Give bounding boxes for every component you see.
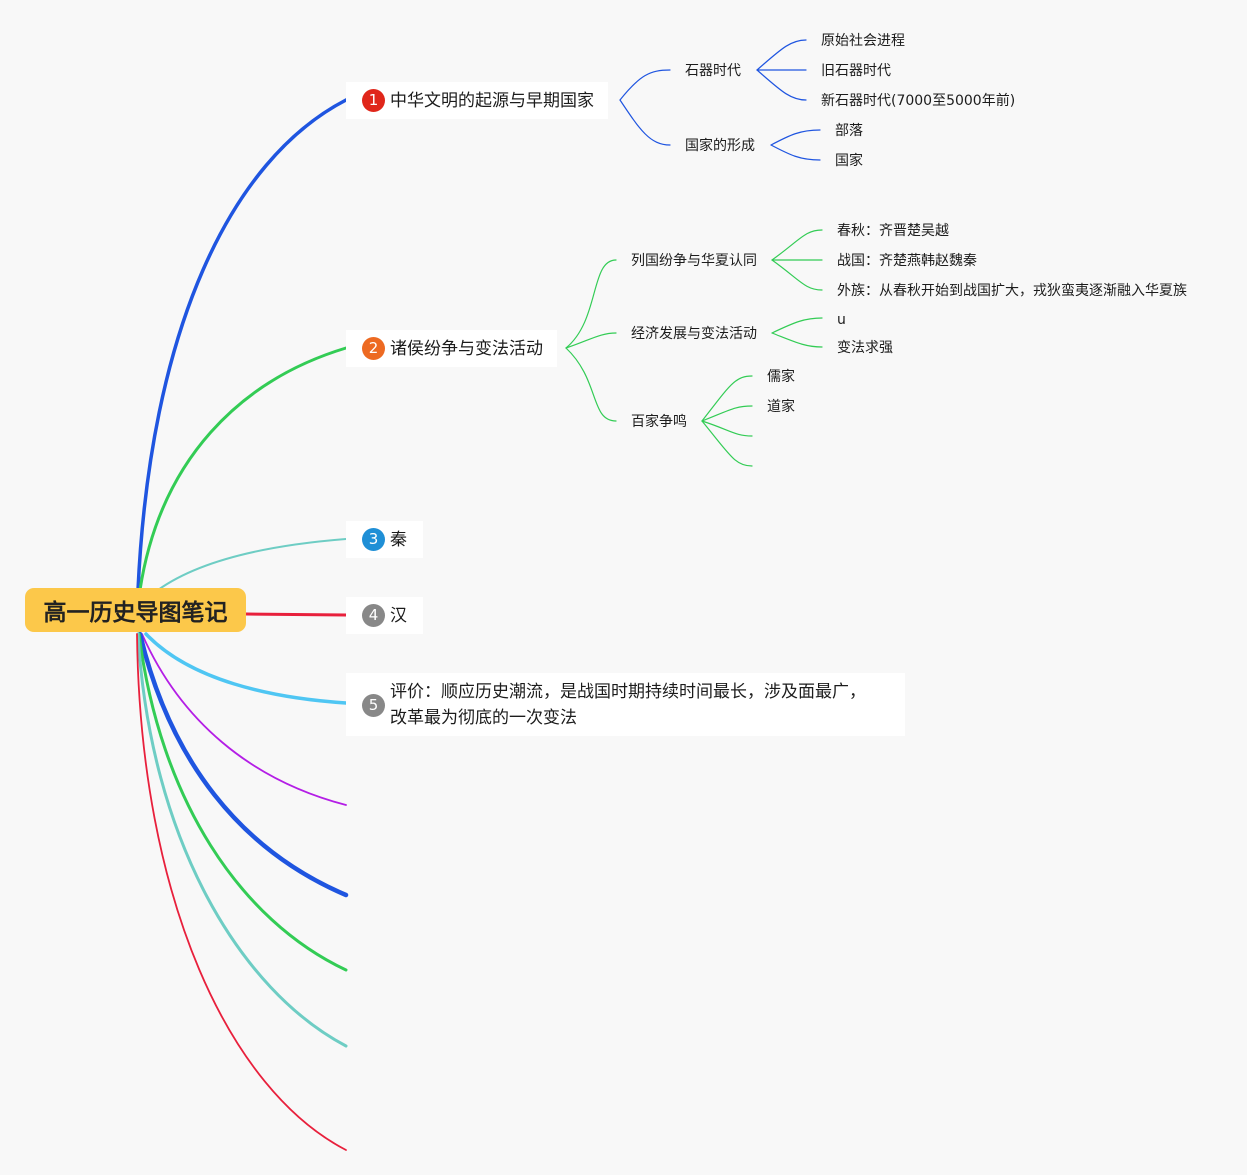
topic-4[interactable]: 4 汉 (346, 597, 423, 634)
number-3-badge-icon: 3 (362, 528, 385, 551)
leaf-paleolithic[interactable]: 旧石器时代 (821, 63, 891, 79)
leaf-warring-states[interactable]: 战国：齐楚燕韩赵魏秦 (837, 253, 977, 269)
leaf-line-12 (701, 405, 753, 422)
topic-1-label: 中华文明的起源与早期国家 (390, 91, 594, 111)
leaf-line-8 (771, 259, 823, 291)
leaf-line-5 (770, 144, 821, 161)
topic-4-label: 汉 (390, 606, 407, 626)
subtopic-state-formation[interactable]: 国家的形成 (685, 138, 755, 154)
empty-branch-line-4 (136, 632, 348, 1048)
topic-5[interactable]: 5 评价：顺应历史潮流，是战国时期持续时间最长，涉及面最广，改革最为彻底的一次变… (346, 673, 905, 736)
sub-line-stone-age (619, 69, 671, 101)
topic-5-label: 评价：顺应历史潮流，是战国时期持续时间最长，涉及面最广，改革最为彻底的一次变法 (390, 681, 866, 728)
leaf-reform-for-strength[interactable]: 变法求强 (837, 340, 893, 356)
leaf-spring-autumn[interactable]: 春秋：齐晋楚吴越 (837, 223, 949, 239)
leaf-line-10 (771, 332, 823, 348)
leaf-line-11 (701, 375, 753, 422)
empty-branch-line-3 (137, 632, 348, 972)
sub-line-economy-reform (565, 332, 617, 349)
number-2-badge-icon: 2 (362, 337, 385, 360)
number-4-badge-icon: 4 (362, 604, 385, 627)
leaf-neolithic[interactable]: 新石器时代(7000至5000年前) (821, 93, 1016, 109)
branch-line-1 (136, 98, 348, 592)
leaf-line-9 (771, 317, 823, 334)
leaf-line-3 (756, 69, 807, 101)
branch-line-5 (144, 632, 348, 705)
topic-3[interactable]: 3 秦 (346, 521, 423, 558)
root-topic[interactable]: 高一历史导图笔记 (25, 588, 246, 632)
subtopic-hundred-schools[interactable]: 百家争鸣 (631, 414, 687, 430)
leaf-line-1 (756, 39, 807, 71)
empty-branch-line-1 (141, 633, 347, 806)
topic-1[interactable]: 1 中华文明的起源与早期国家 (346, 82, 608, 119)
topic-2-label: 诸侯纷争与变法活动 (390, 339, 543, 359)
leaf-line-13 (701, 420, 753, 437)
subtopic-economy-reform[interactable]: 经济发展与变法活动 (631, 326, 757, 342)
number-1-badge-icon: 1 (362, 89, 385, 112)
leaf-line-6 (771, 229, 823, 261)
leaf-line-4 (770, 129, 821, 146)
leaf-line-14 (701, 420, 753, 467)
sub-line-hundred-schools (565, 347, 617, 422)
leaf-state[interactable]: 国家 (835, 153, 863, 169)
topic-3-label: 秦 (390, 530, 407, 550)
number-5-badge-icon: 5 (362, 693, 385, 717)
empty-branch-line-5 (136, 633, 347, 1151)
leaf-u[interactable]: u (837, 312, 846, 328)
leaf-tribe[interactable]: 部落 (835, 123, 863, 139)
leaf-primitive-society[interactable]: 原始社会进程 (821, 33, 905, 49)
leaf-confucianism[interactable]: 儒家 (767, 369, 795, 385)
branch-line-3 (157, 538, 347, 591)
subtopic-stone-age[interactable]: 石器时代 (685, 63, 741, 79)
sub-line-state-formation (619, 99, 671, 146)
sub-line-states-rivalry (565, 259, 617, 349)
topic-2[interactable]: 2 诸侯纷争与变法活动 (346, 330, 557, 367)
leaf-foreign-peoples[interactable]: 外族：从春秋开始到战国扩大，戎狄蛮夷逐渐融入华夏族 (837, 283, 1187, 299)
subtopic-states-rivalry[interactable]: 列国纷争与华夏认同 (631, 253, 757, 269)
leaf-taoism[interactable]: 道家 (767, 399, 795, 415)
empty-branch-line-2 (137, 631, 349, 898)
branch-line-2 (138, 346, 348, 592)
branch-line-4 (244, 612, 348, 617)
